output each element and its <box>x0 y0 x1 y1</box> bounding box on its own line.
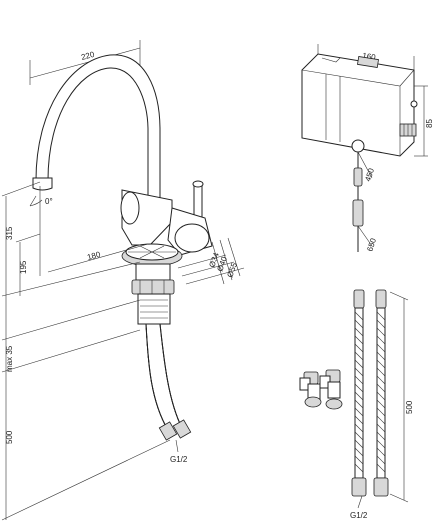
reach-dimension: 180 <box>86 250 102 262</box>
faucet-hose-right <box>160 324 182 428</box>
cable-grommet <box>352 140 364 152</box>
faucet-thread-label: G1/2 <box>170 455 188 464</box>
max35-dimension: max 35 <box>5 345 14 372</box>
hose-1-top-fitting <box>354 290 364 308</box>
cable-1-dimension: 450 <box>363 167 376 183</box>
hose-length-dimension: 500 <box>5 430 14 444</box>
hose-thread-label: G1/2 <box>350 511 368 520</box>
faucet-spout <box>36 55 160 205</box>
faucet-assembly: 220 0° <box>2 40 244 520</box>
hose-length-dimension-kit: 500 <box>405 400 414 414</box>
spout-angle-label: 0° <box>45 197 53 206</box>
angle-valve-right <box>320 370 342 409</box>
cartridge-cap <box>175 224 209 252</box>
cable-connector <box>353 200 363 226</box>
height-total-dimension: 315 <box>5 226 14 240</box>
hose-kit: 500 G1/2 <box>300 290 414 520</box>
mounting-nut <box>132 280 174 294</box>
control-box-assembly: 160 85 450 650 <box>302 44 434 253</box>
height-spout-dimension: 195 <box>19 260 28 274</box>
box-height-dimension: 85 <box>425 119 434 128</box>
faucet-hose-left <box>146 324 168 430</box>
hose-2-top-fitting <box>376 290 386 308</box>
angle-valve-left <box>300 372 321 407</box>
